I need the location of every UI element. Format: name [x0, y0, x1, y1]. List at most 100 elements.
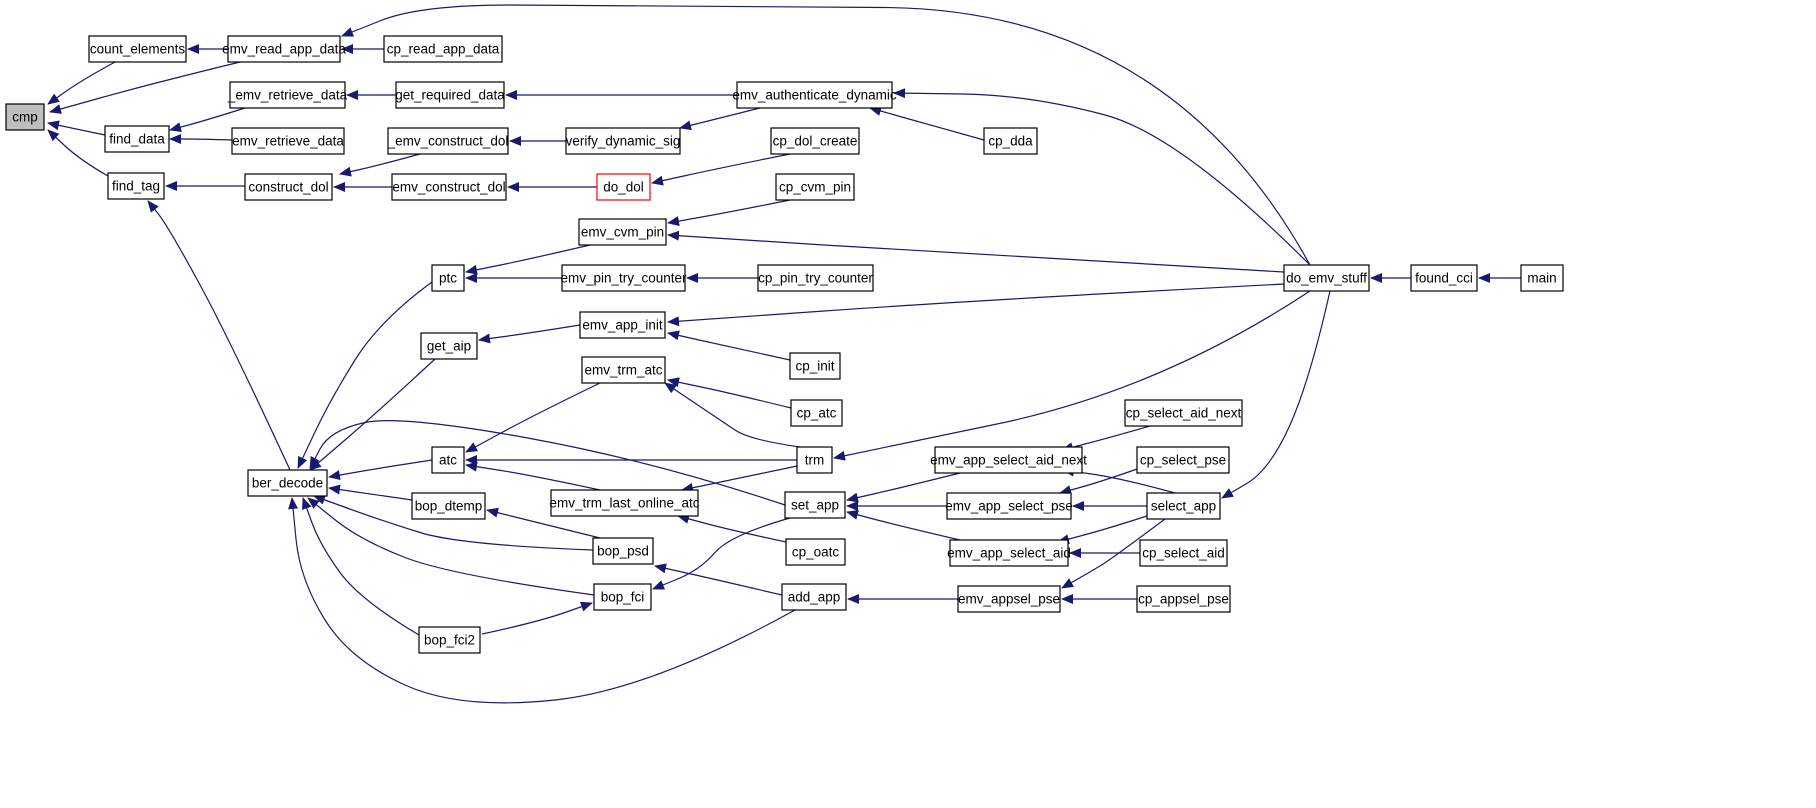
node-box[interactable] — [1124, 399, 1243, 427]
node-box[interactable] — [104, 125, 170, 153]
node-bop-fci[interactable]: bop_fci — [593, 583, 652, 611]
node-box[interactable] — [395, 81, 505, 109]
node-cp-select-pse[interactable]: cp_select_pse — [1136, 446, 1230, 474]
node-found-cci[interactable]: found_cci — [1410, 264, 1478, 292]
node-box[interactable] — [596, 173, 651, 201]
node-box[interactable] — [957, 585, 1061, 613]
node-box[interactable] — [231, 127, 345, 155]
node-ber-decode[interactable]: ber_decode — [247, 469, 328, 497]
node-emv-construct-dol[interactable]: emv_construct_dol — [391, 173, 507, 201]
node-cp-init[interactable]: cp_init — [789, 352, 841, 380]
node-cp-appsel-pse[interactable]: cp_appsel_pse — [1136, 585, 1231, 613]
node-emv-authenticate-dynamic[interactable]: emv_authenticate_dynamic — [732, 81, 897, 109]
node-box[interactable] — [1146, 492, 1221, 520]
node-emv-app-select-aid-next[interactable]: emv_app_select_aid_next — [930, 446, 1087, 474]
node-box[interactable] — [561, 264, 686, 292]
node-ptc[interactable]: ptc — [431, 264, 465, 292]
node-box[interactable] — [946, 492, 1072, 520]
node-box[interactable] — [420, 332, 478, 360]
node-box[interactable] — [949, 539, 1069, 567]
node-box[interactable] — [411, 492, 486, 520]
node-box[interactable] — [785, 538, 846, 566]
node-box[interactable] — [229, 81, 346, 109]
node-cp-select-aid[interactable]: cp_select_aid — [1139, 539, 1228, 567]
node-box[interactable] — [431, 264, 465, 292]
node-do-dol[interactable]: do_dol — [596, 173, 651, 201]
node-cp-cvm-pin[interactable]: cp_cvm_pin — [775, 173, 855, 201]
node-emv-trm-last-online-atc[interactable]: emv_trm_last_online_atc — [549, 489, 700, 517]
node-emv-app-init[interactable]: emv_app_init — [579, 311, 666, 339]
node-box[interactable] — [775, 173, 855, 201]
node-box[interactable] — [796, 446, 833, 474]
node-bop-fci2[interactable]: bop_fci2 — [418, 626, 481, 654]
node-find-data[interactable]: find_data — [104, 125, 170, 153]
node-box[interactable] — [391, 173, 507, 201]
node-box[interactable] — [88, 35, 187, 63]
node-count-elements[interactable]: count_elements — [88, 35, 187, 63]
node-emv-app-select-pse[interactable]: emv_app_select_pse — [945, 492, 1073, 520]
node-box[interactable] — [247, 469, 328, 497]
node-box[interactable] — [383, 35, 503, 63]
node-box[interactable] — [5, 103, 45, 131]
node-box[interactable] — [1283, 264, 1370, 292]
node-box[interactable] — [790, 399, 843, 427]
node-box[interactable] — [592, 537, 654, 565]
node-cp-select-aid-next[interactable]: cp_select_aid_next — [1124, 399, 1243, 427]
node-box[interactable] — [1136, 585, 1231, 613]
node-box[interactable] — [565, 127, 681, 155]
node-cp-atc[interactable]: cp_atc — [790, 399, 843, 427]
node-box[interactable] — [789, 352, 841, 380]
node-emv-app-select-aid[interactable]: emv_app_select_aid — [947, 539, 1071, 567]
node-box[interactable] — [579, 311, 666, 339]
node-verify-dynamic-sig[interactable]: verify_dynamic_sig — [565, 127, 681, 155]
node-box[interactable] — [934, 446, 1083, 474]
node--emv-construct-dol[interactable]: _emv_construct_dol — [387, 127, 509, 155]
node-box[interactable] — [1520, 264, 1564, 292]
node-box[interactable] — [550, 489, 699, 517]
node-cmp[interactable]: cmp — [5, 103, 45, 131]
node-emv-retrieve-data[interactable]: emv_retrieve_data — [231, 127, 345, 155]
node-box[interactable] — [736, 81, 893, 109]
node-trm[interactable]: trm — [796, 446, 833, 474]
node-cp-oatc[interactable]: cp_oatc — [785, 538, 846, 566]
node-emv-appsel-pse[interactable]: emv_appsel_pse — [957, 585, 1061, 613]
node-box[interactable] — [1410, 264, 1478, 292]
node-box[interactable] — [244, 173, 333, 201]
node-emv-cvm-pin[interactable]: emv_cvm_pin — [578, 218, 667, 246]
node-box[interactable] — [107, 172, 165, 200]
node-box[interactable] — [431, 446, 465, 474]
node-box[interactable] — [757, 264, 874, 292]
node-emv-read-app-data[interactable]: emv_read_app_data — [222, 35, 346, 63]
node-do-emv-stuff[interactable]: do_emv_stuff — [1283, 264, 1370, 292]
node-box[interactable] — [781, 583, 847, 611]
node-construct-dol[interactable]: construct_dol — [244, 173, 333, 201]
node-box[interactable] — [227, 35, 341, 63]
node-cp-dol-create[interactable]: cp_dol_create — [770, 127, 860, 155]
node-emv-trm-atc[interactable]: emv_trm_atc — [581, 356, 666, 384]
node-box[interactable] — [418, 626, 481, 654]
node-cp-read-app-data[interactable]: cp_read_app_data — [383, 35, 503, 63]
node-box[interactable] — [387, 127, 509, 155]
node-cp-dda[interactable]: cp_dda — [983, 127, 1038, 155]
node-box[interactable] — [578, 218, 667, 246]
node-box[interactable] — [581, 356, 666, 384]
node-main[interactable]: main — [1520, 264, 1564, 292]
node-box[interactable] — [770, 127, 860, 155]
node-set-app[interactable]: set_app — [784, 491, 846, 519]
node-box[interactable] — [593, 583, 652, 611]
node-get-aip[interactable]: get_aip — [420, 332, 478, 360]
node-atc[interactable]: atc — [431, 446, 465, 474]
node-select-app[interactable]: select_app — [1146, 492, 1221, 520]
node-box[interactable] — [983, 127, 1038, 155]
node-cp-pin-try-counter[interactable]: cp_pin_try_counter — [757, 264, 874, 292]
node-bop-psd[interactable]: bop_psd — [592, 537, 654, 565]
node-emv-pin-try-counter[interactable]: emv_pin_try_counter — [560, 264, 687, 292]
node-box[interactable] — [1136, 446, 1230, 474]
node-get-required-data[interactable]: get_required_data — [395, 81, 505, 109]
node-bop-dtemp[interactable]: bop_dtemp — [411, 492, 486, 520]
node-add-app[interactable]: add_app — [781, 583, 847, 611]
node-box[interactable] — [1139, 539, 1228, 567]
node-find-tag[interactable]: find_tag — [107, 172, 165, 200]
node--emv-retrieve-data[interactable]: _emv_retrieve_data — [227, 81, 348, 109]
node-box[interactable] — [784, 491, 846, 519]
